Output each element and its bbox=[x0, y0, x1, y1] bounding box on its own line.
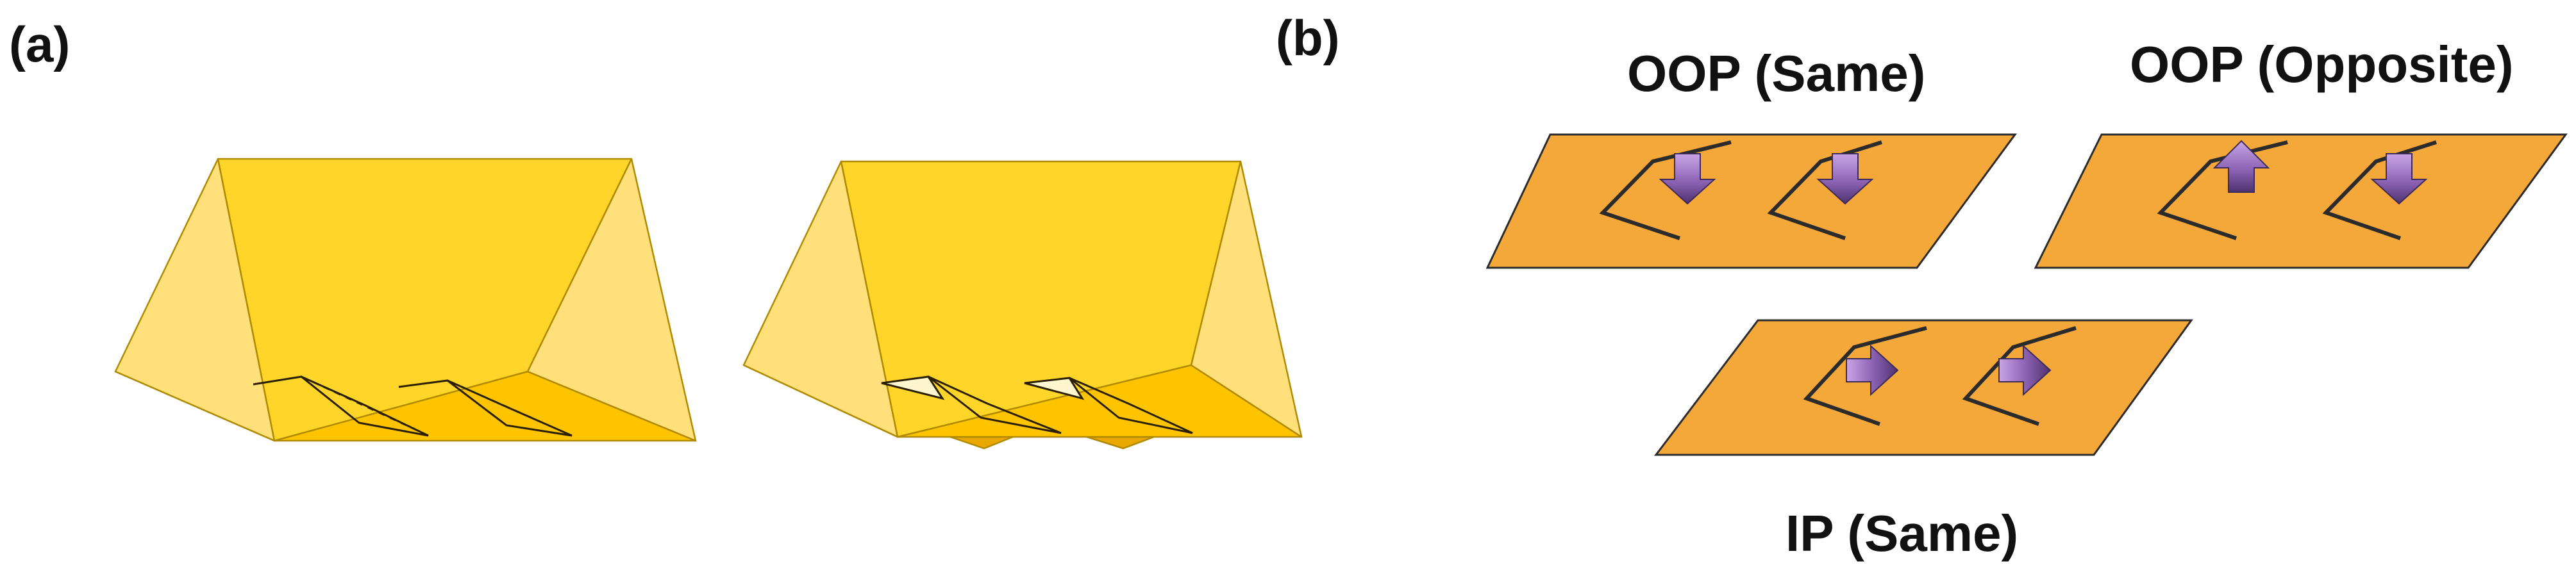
prism-1-right-face bbox=[526, 158, 697, 442]
case-1-title: OOP (Same) bbox=[1627, 45, 1925, 102]
case-2-arrow-down bbox=[2370, 153, 2428, 205]
case-2-vshape-2 bbox=[2322, 140, 2437, 240]
panel-b-label: (b) bbox=[1276, 10, 1340, 66]
case-1-vshape-2 bbox=[1767, 140, 1882, 240]
case-2-arrow-up bbox=[2212, 140, 2270, 193]
panel-a-label: (a) bbox=[9, 16, 70, 72]
prism-2-slot-1 bbox=[928, 375, 1062, 434]
case-3-plate bbox=[1653, 319, 2193, 456]
prism-1-slot-2-fold bbox=[447, 379, 573, 437]
case-3-arrow-1 bbox=[1846, 344, 1899, 397]
case-2-plate-group bbox=[2034, 133, 2568, 269]
prism-2 bbox=[742, 160, 1303, 450]
case-2-title: OOP (Opposite) bbox=[2130, 36, 2514, 93]
case-1-arrow-1 bbox=[1659, 153, 1716, 205]
case-3-arrow-2 bbox=[1998, 344, 2052, 397]
case-3-vshape-1 bbox=[1803, 326, 1927, 426]
prism-1 bbox=[114, 158, 697, 442]
prism-1-slot-1 bbox=[253, 375, 429, 437]
case-3-title: IP (Same) bbox=[1786, 505, 2018, 562]
case-2-plate bbox=[2034, 133, 2568, 269]
prism-2-opening-1 bbox=[881, 375, 945, 400]
case-1-vshape-1 bbox=[1599, 140, 1732, 240]
case-1-arrow-2 bbox=[1816, 153, 1874, 205]
prism-2-slot-2 bbox=[1069, 377, 1193, 434]
case-3-plate-group bbox=[1653, 319, 2193, 456]
prism-2-flap-2 bbox=[1085, 436, 1155, 450]
case-1-plate-group bbox=[1485, 133, 2017, 269]
prism-2-flap-1 bbox=[949, 436, 1014, 450]
prism-2-right-face bbox=[1190, 160, 1303, 438]
case-3-vshape-2 bbox=[1962, 326, 2077, 426]
case-1-plate bbox=[1485, 133, 2017, 269]
prism-2-opening-2 bbox=[1024, 377, 1085, 400]
